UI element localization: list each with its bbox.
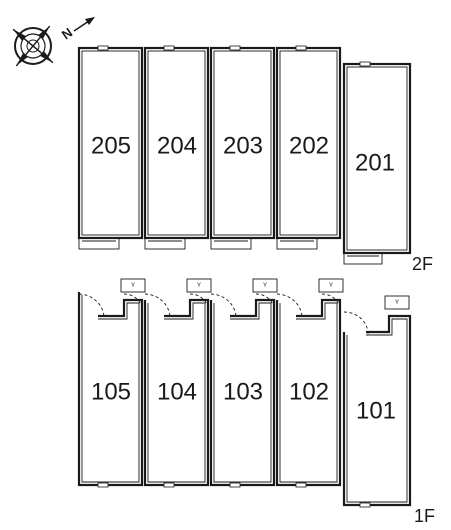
unit-203[interactable]: 203 [209,45,276,250]
unit-104[interactable]: Y 104 [143,278,212,488]
unit-label: 201 [355,149,395,176]
unit-202[interactable]: 202 [275,45,342,250]
unit-label: 103 [223,378,263,405]
unit-label: 202 [289,132,329,159]
unit-105[interactable]: Y 105 [77,278,146,488]
unit-103[interactable]: Y 103 [209,278,278,488]
compass-north-label: N [59,25,75,43]
unit-label: 203 [223,132,263,159]
unit-205[interactable]: 205 [77,45,144,250]
unit-label: 204 [157,132,197,159]
svg-text:Y: Y [395,300,399,306]
unit-101[interactable]: Y 101 [342,295,412,508]
unit-label: 104 [157,378,197,405]
unit-label: 105 [91,378,131,405]
svg-text:Y: Y [131,283,135,289]
unit-102[interactable]: Y 102 [275,278,344,488]
svg-text:Y: Y [263,283,267,289]
unit-201[interactable]: 201 [342,61,412,265]
unit-204[interactable]: 204 [143,45,210,250]
unit-label: 101 [356,397,396,424]
unit-label: 205 [91,132,131,159]
unit-label: 102 [289,378,329,405]
svg-text:Y: Y [329,283,333,289]
floor-label-2f: 2F [412,254,433,274]
north-arrow-icon [73,17,95,32]
svg-text:Y: Y [197,283,201,289]
floor-1f: Y 105 Y 104 Y 103 [77,278,435,526]
floor-2f: 205 204 203 202 [77,45,433,274]
compass-rose-icon [12,25,54,67]
compass: N [12,17,95,67]
floor-label-1f: 1F [414,506,435,526]
